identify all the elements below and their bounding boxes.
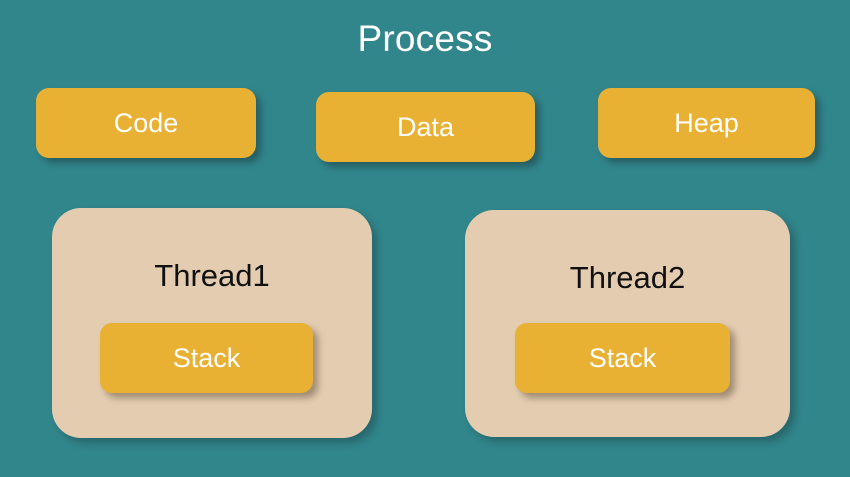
thread-container-2[interactable]: Thread2 Stack — [465, 210, 790, 437]
memory-segment-code[interactable]: Code — [36, 88, 256, 158]
thread-1-stack[interactable]: Stack — [100, 323, 313, 393]
thread-container-1[interactable]: Thread1 Stack — [52, 208, 372, 438]
page-title: Process — [357, 18, 493, 59]
memory-segment-heap-label: Heap — [674, 108, 739, 138]
thread-1-label: Thread1 — [154, 258, 270, 293]
memory-segment-code-label: Code — [113, 108, 179, 138]
memory-segment-data[interactable]: Data — [316, 92, 535, 162]
memory-segment-data-label: Data — [396, 112, 455, 142]
thread-2-stack[interactable]: Stack — [515, 323, 730, 393]
thread-2-label: Thread2 — [569, 260, 686, 295]
memory-segment-heap[interactable]: Heap — [598, 88, 815, 158]
thread-1-stack-label: Stack — [172, 343, 241, 373]
thread-2-stack-label: Stack — [588, 343, 657, 373]
